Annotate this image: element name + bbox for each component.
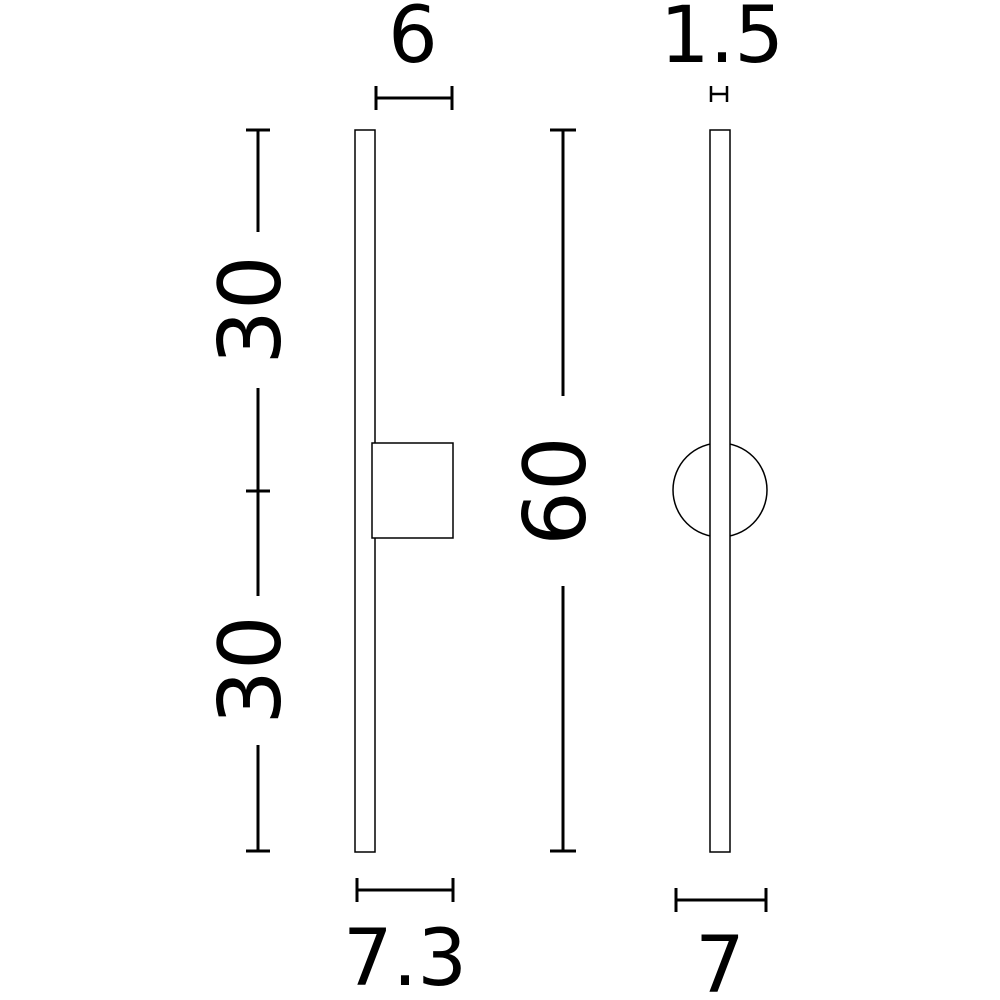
mount-depth-label: 6	[388, 0, 438, 81]
base-width-label: 7.3	[343, 914, 467, 1000]
mount-depth-dimension	[374, 86, 454, 110]
lower-height-label: 30	[201, 615, 301, 724]
side-view	[354, 129, 454, 853]
base-width-dimension	[355, 878, 455, 902]
mount-diameter-dimension	[674, 888, 768, 912]
side-view-wall-mount	[371, 442, 454, 539]
mount-diameter-label: 7	[695, 921, 745, 1000]
bar-thickness-label: 1.5	[660, 0, 784, 81]
split-height-dimension	[246, 128, 270, 853]
total-height-dimension	[550, 128, 576, 853]
total-height-label: 60	[506, 436, 606, 545]
front-view	[672, 129, 768, 853]
front-view-bar	[709, 129, 731, 853]
upper-height-label: 30	[201, 255, 301, 364]
bar-thickness-dimension	[709, 86, 729, 102]
